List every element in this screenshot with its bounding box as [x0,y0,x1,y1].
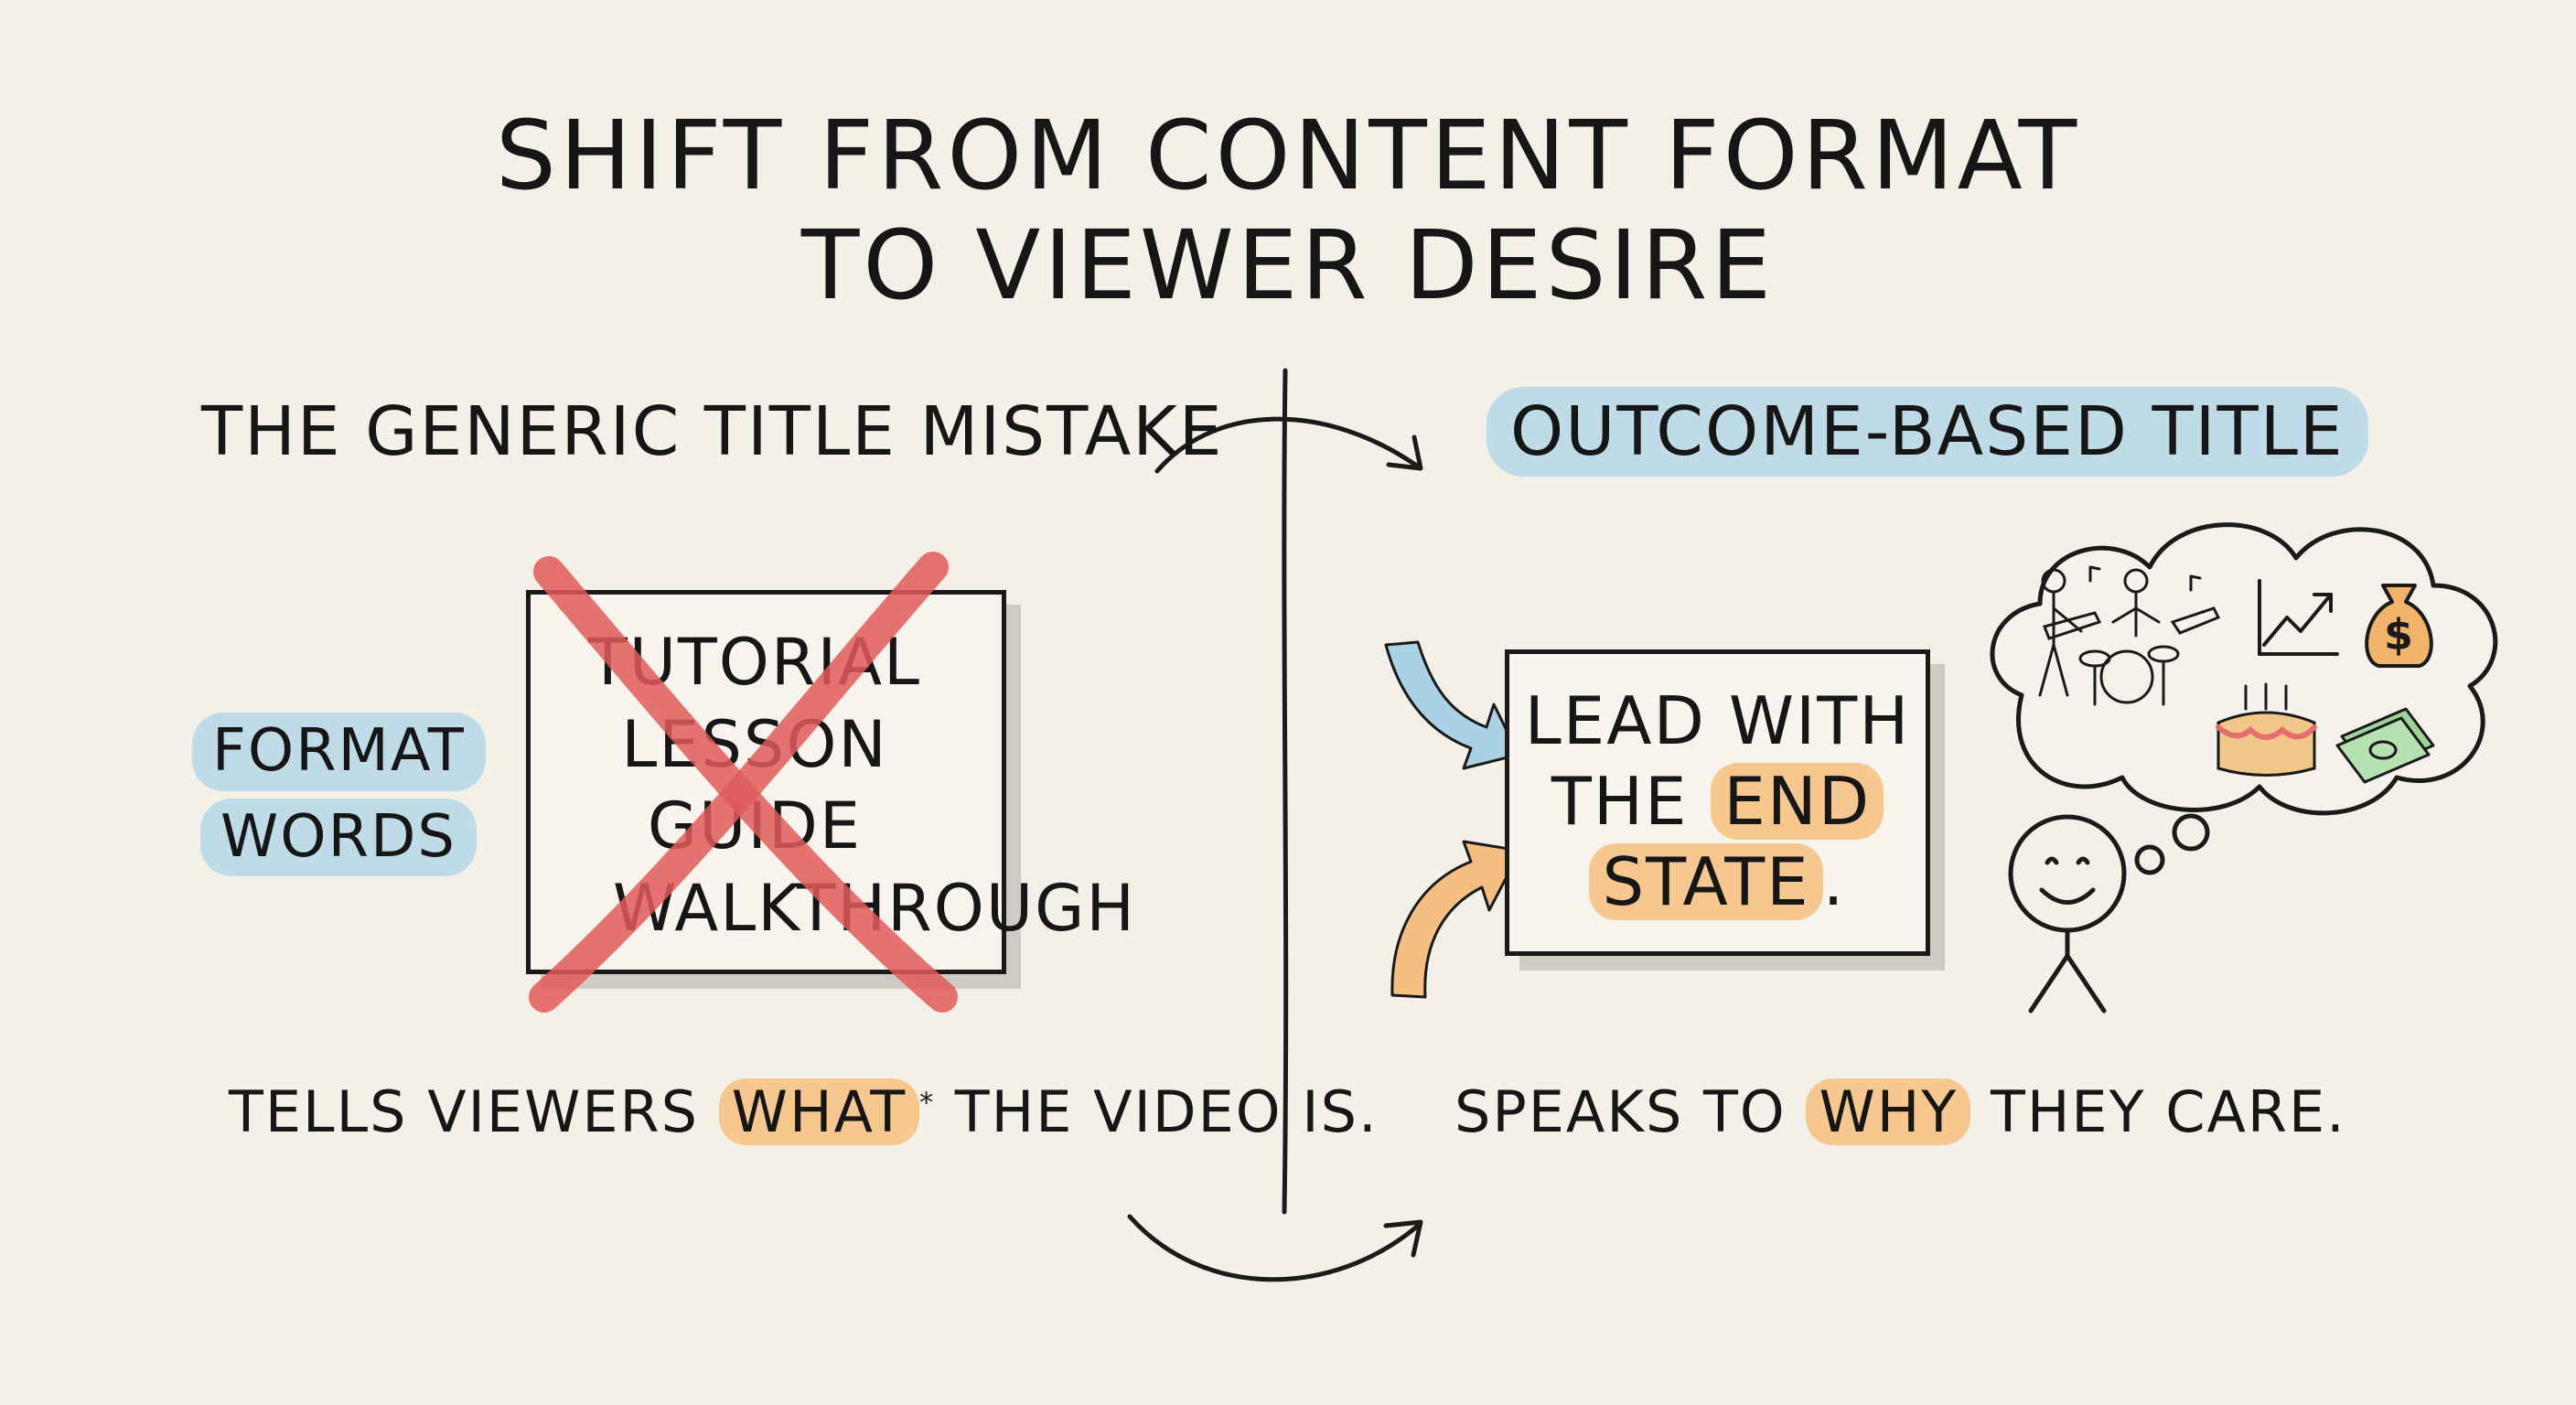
birthday-cake-icon [2216,682,2317,777]
format-label-line-1: FORMAT [192,713,486,791]
red-cross-icon [529,552,958,1013]
end-state-text: LEAD WITH THE END STATE. [1505,681,1930,922]
left-caption: TELLS VIEWERS WHAT* THE VIDEO IS. [229,1078,1379,1145]
end-state-line-2: THE END [1505,762,1930,842]
right-caption-post: THEY CARE. [1970,1078,2346,1145]
right-caption-pre: SPEAKS TO [1454,1078,1807,1145]
left-caption-pre: TELLS VIEWERS [229,1078,719,1145]
bottom-transition-arrow [1127,1214,1423,1282]
thought-bubble-dots [2134,813,2210,875]
left-heading: THE GENERIC TITLE MISTAKE [201,392,1224,471]
chart-up-icon [2258,579,2339,656]
why-highlight: WHY [1806,1078,1971,1145]
right-heading: OUTCOME-BASED TITLE [1487,387,2368,477]
title-line-2: TO VIEWER DESIRE [800,209,1776,321]
right-heading-highlight: OUTCOME-BASED TITLE [1487,387,2368,477]
what-highlight: WHAT [718,1078,920,1145]
left-caption-post: THE VIDEO IS. [935,1078,1379,1145]
money-bag-dollar: $ [2384,610,2413,660]
blue-curved-arrow-icon [1384,640,1520,770]
right-caption: SPEAKS TO WHY THEY CARE. [1454,1078,2346,1145]
end-state-line-3: STATE. [1505,842,1930,923]
state-highlight: STATE [1589,842,1823,920]
title-line-1: SHIFT FROM CONTENT FORMAT [495,100,2081,211]
end-highlight: END [1711,762,1884,840]
money-bag-icon: $ [2365,584,2433,668]
format-words-label: FORMAT WORDS [192,709,486,880]
end-state-line-1: LEAD WITH [1524,682,1911,759]
band-icon [2038,565,2221,706]
top-transition-arrow [1154,416,1423,474]
center-divider [1282,368,1289,1215]
asterisk-mark: * [919,1087,936,1120]
end-state-line-3-post: . [1822,842,1846,920]
cash-stack-icon [2335,707,2435,784]
format-label-line-2: WORDS [199,798,478,877]
smiling-stick-figure-icon [2008,814,2127,1014]
end-state-line-2-pre: THE [1551,762,1712,840]
